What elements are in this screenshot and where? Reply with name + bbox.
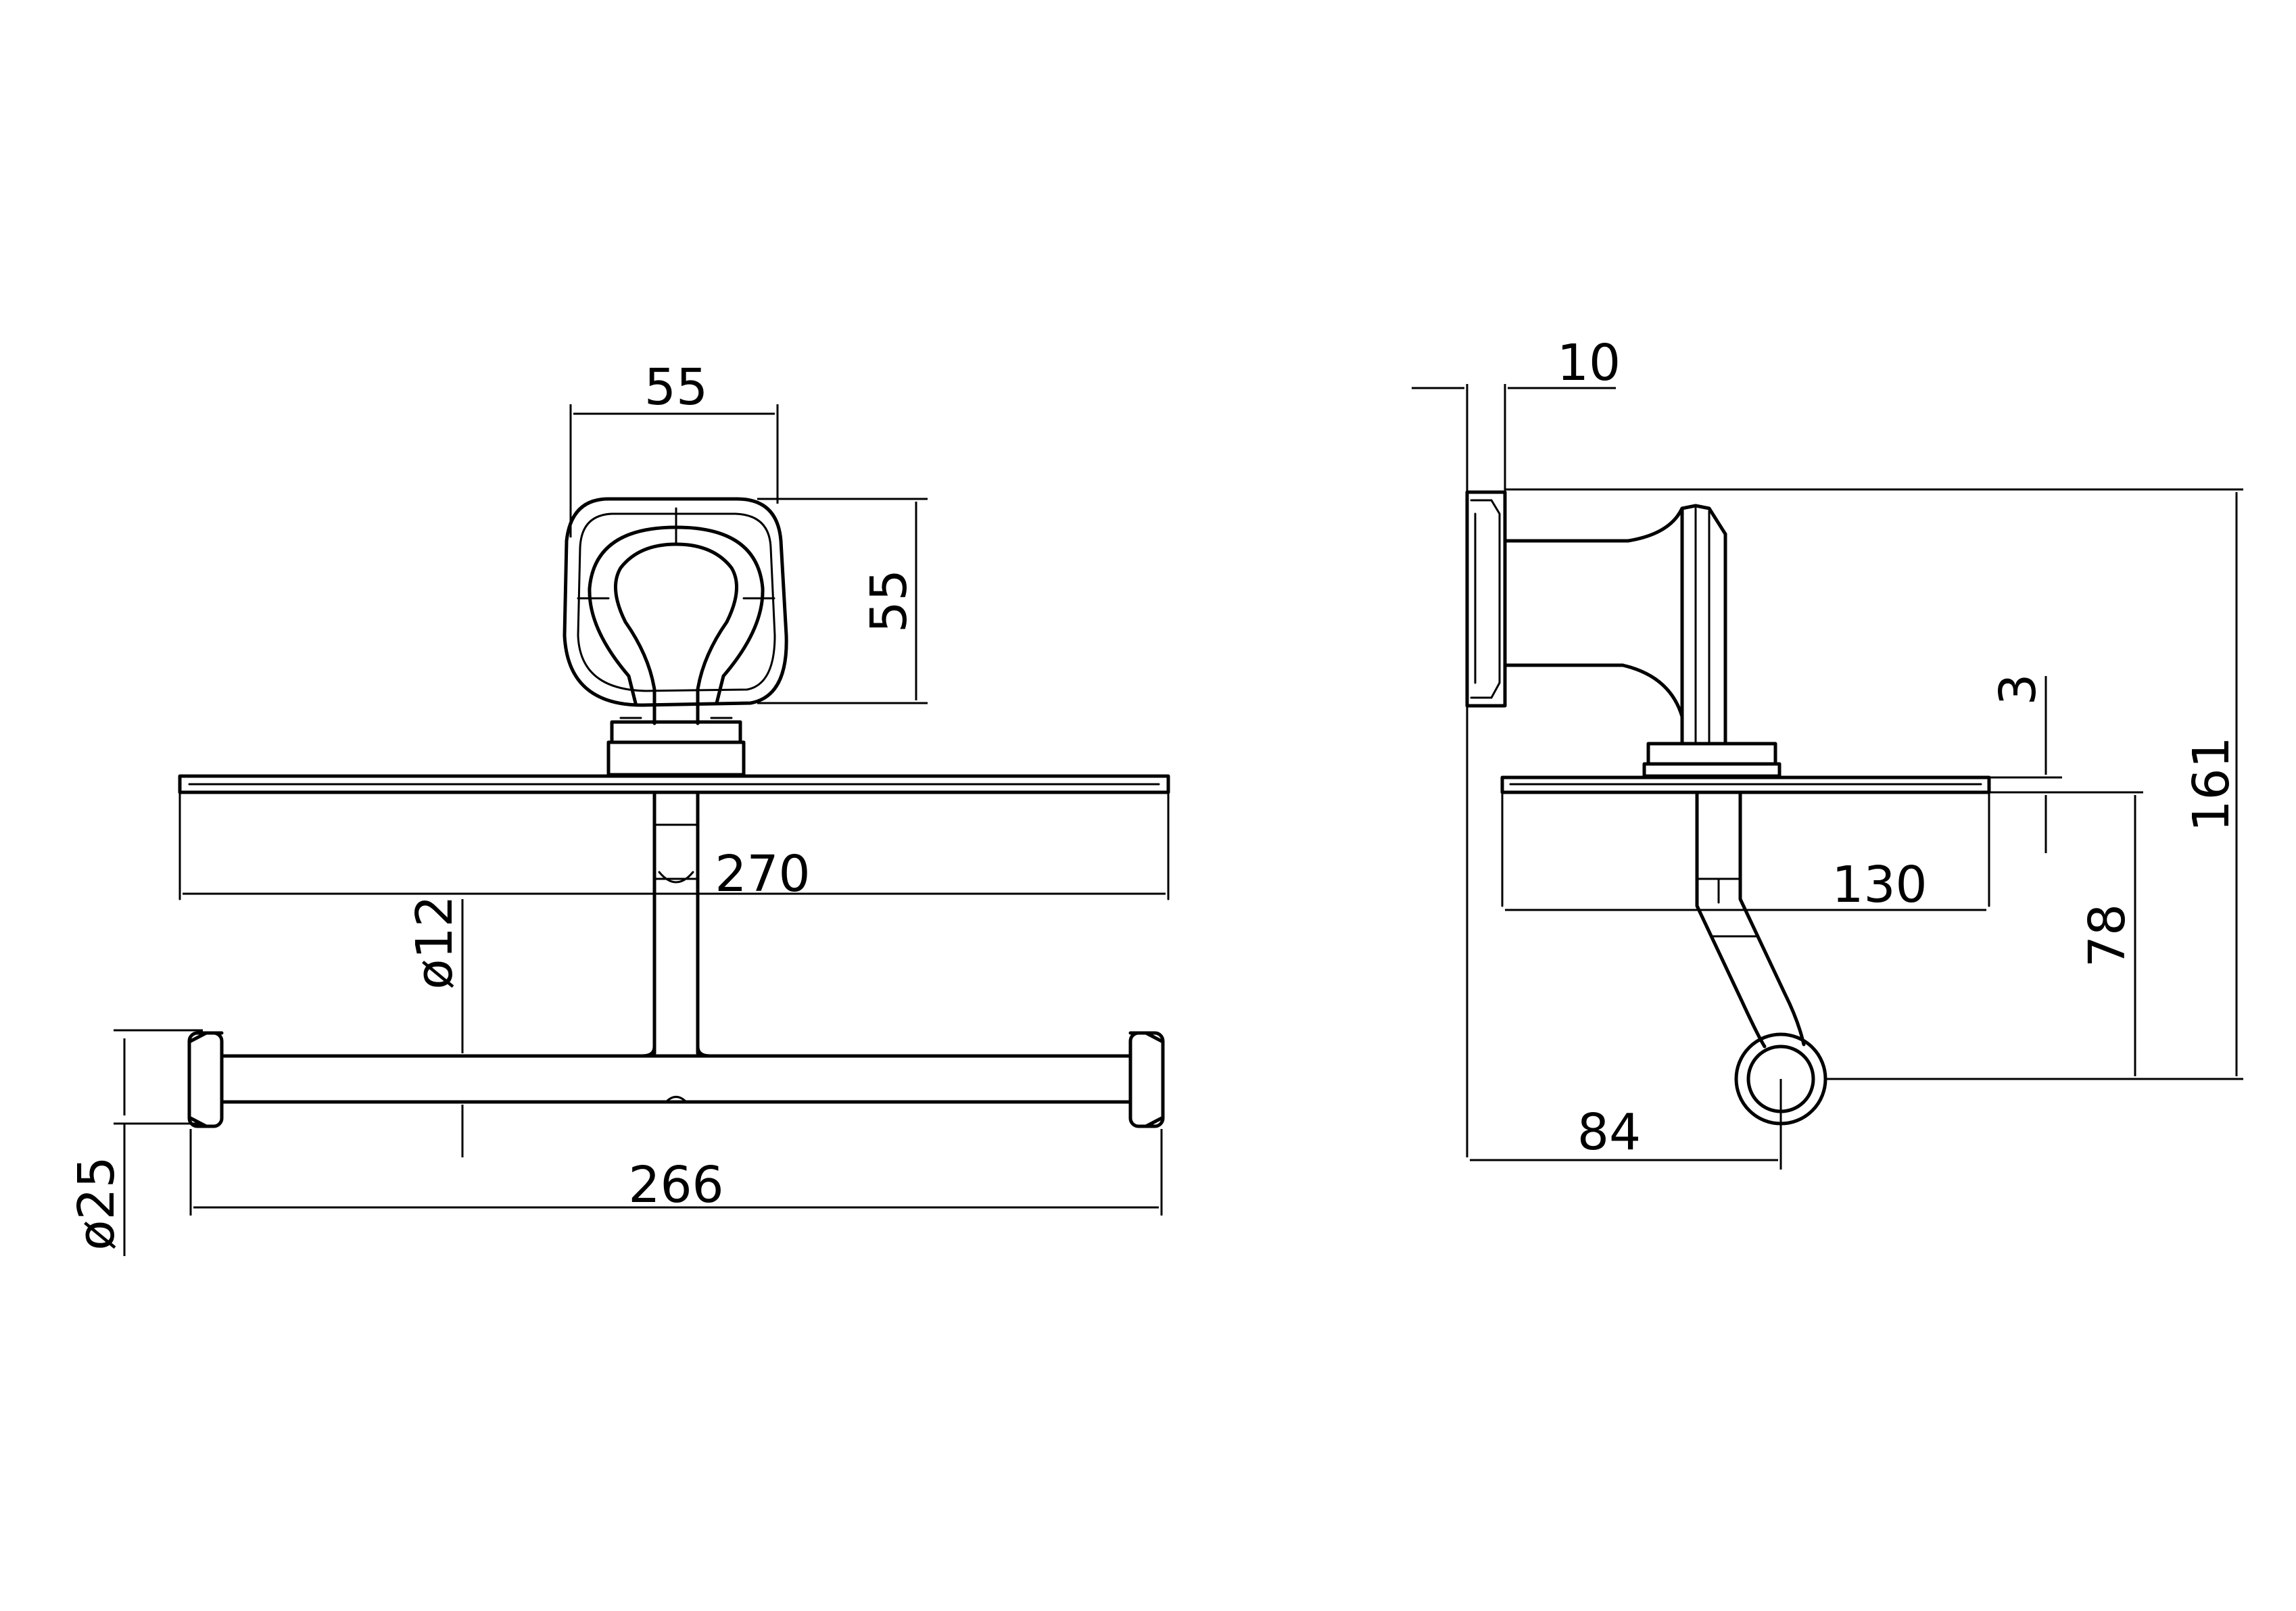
dimension-rod-drop: 78: [2078, 795, 2136, 1076]
dim-rod-drop-label: 78: [2078, 904, 2136, 967]
dimension-rod-end-diameter: ø25: [68, 1029, 203, 1256]
side-shelf: [1500, 742, 1991, 907]
dim-rod-projection-label: 84: [1577, 1103, 1641, 1161]
side-bent-stem: [1695, 790, 1806, 1049]
side-view: 10 161 3 130 78: [1412, 334, 2243, 1170]
dim-mount-width-label: 55: [644, 358, 708, 416]
dimension-mount-width: 55: [569, 358, 779, 537]
dimension-plate-thickness: 10: [1412, 334, 1621, 1157]
dimension-rod-diameter: ø12: [406, 895, 464, 1157]
dimension-shelf-thickness: 3: [1989, 673, 2143, 853]
dimension-total-height: 161: [1505, 488, 2243, 1080]
dim-shelf-depth-label: 130: [1832, 856, 1927, 914]
dimension-mount-height: 55: [757, 498, 928, 704]
dim-rod-end-diameter-label: ø25: [68, 1156, 126, 1250]
dim-total-height-label: 161: [2182, 736, 2241, 832]
front-shelf: [178, 774, 1170, 900]
dimension-shelf-depth: 130: [1505, 856, 1986, 914]
dim-shelf-width-label: 270: [715, 845, 810, 903]
front-wall-mount: [563, 497, 788, 777]
side-wall-plate: [1465, 490, 1507, 708]
dimension-shelf-width: 270: [183, 845, 1166, 903]
dimension-rod-length: 266: [189, 1129, 1163, 1216]
front-stem: [652, 790, 700, 1055]
side-arm: [1503, 504, 1727, 746]
dim-rod-length-label: 266: [628, 1156, 723, 1214]
dim-mount-height-label: 55: [860, 569, 918, 633]
dimension-rod-projection: 84: [1470, 1079, 1782, 1170]
dim-shelf-thickness-label: 3: [1989, 673, 2047, 705]
dim-rod-diameter-label: ø12: [406, 895, 464, 989]
front-view: 55 55 270 ø12 ø25: [68, 358, 1170, 1256]
dim-plate-thickness-label: 10: [1557, 334, 1621, 392]
front-rod: [187, 1031, 1165, 1128]
